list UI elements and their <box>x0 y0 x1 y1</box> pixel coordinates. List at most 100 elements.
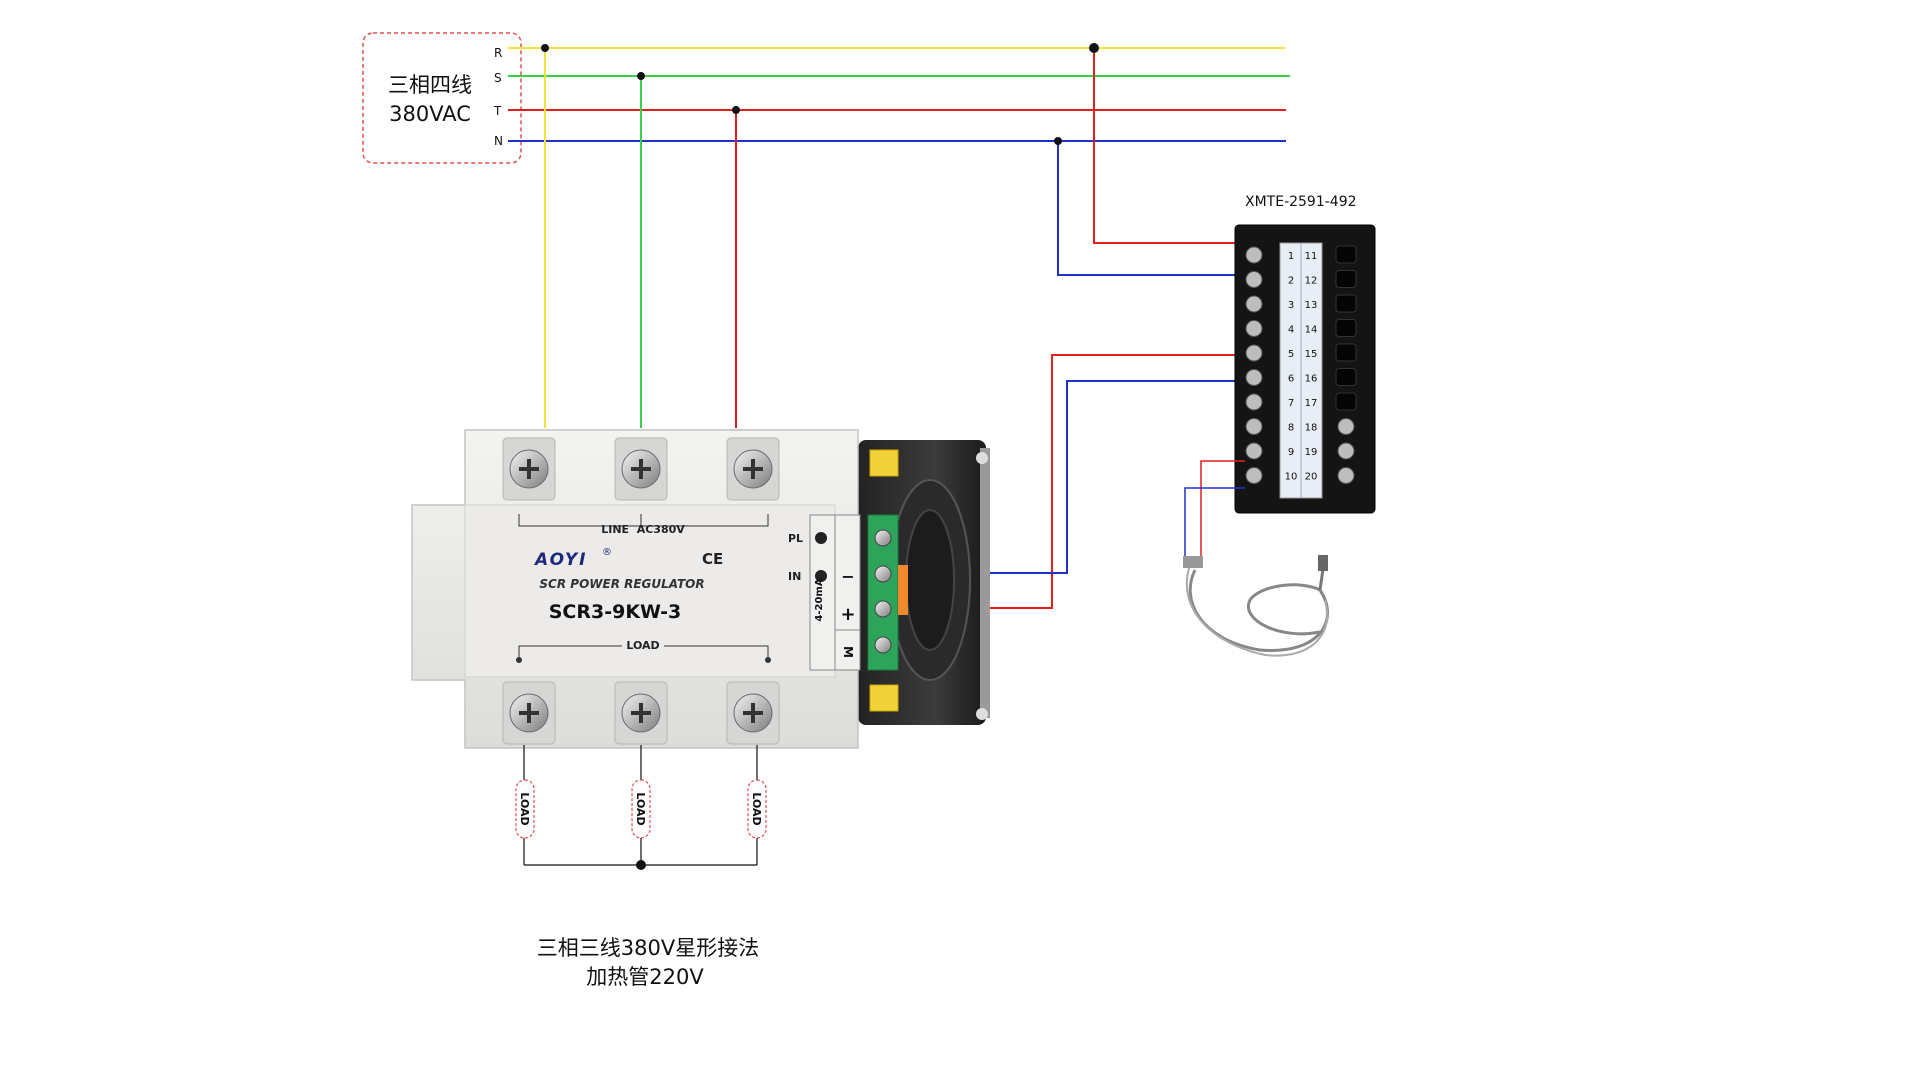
load-label-1: LOAD <box>518 792 531 825</box>
bus-lines <box>508 47 1290 142</box>
source-label-line2: 380VAC <box>389 102 471 126</box>
terminal-number-5: 5 <box>1288 349 1294 360</box>
terminal-number-6: 6 <box>1288 374 1294 385</box>
terminal-number-12: 12 <box>1305 276 1318 287</box>
load-element-2: LOAD <box>631 779 651 839</box>
screw-icon <box>733 449 773 489</box>
terminal-screw-icon <box>1245 271 1263 288</box>
terminal-screw-icon <box>1337 442 1355 460</box>
terminal-screw-icon <box>1245 320 1263 337</box>
temperature-controller: XMTE-2591-492 12345678910111213141516171… <box>1234 194 1376 514</box>
terminal-number-7: 7 <box>1288 398 1294 409</box>
terminal-screw-icon <box>1245 393 1263 411</box>
terminal-number-2: 2 <box>1288 276 1294 287</box>
terminal-screw-icon <box>874 636 892 654</box>
screw-icon <box>733 693 773 733</box>
load-element-1: LOAD <box>515 779 535 839</box>
terminal-screw-icon <box>1337 418 1355 435</box>
controller-supply <box>1054 43 1245 276</box>
model-number: SCR3-9KW-3 <box>549 601 682 623</box>
terminal-number-20: 20 <box>1305 472 1318 483</box>
brand-logo: AOYI <box>533 550 587 570</box>
signal-range-label: 4-20mA <box>814 578 825 621</box>
terminal-screw-icon <box>1337 467 1355 484</box>
controller-model: XMTE-2591-492 <box>1245 194 1357 210</box>
screw-icon <box>509 449 549 489</box>
junction-r <box>541 44 549 52</box>
supply-r-wire <box>1093 48 1245 244</box>
terminal-number-8: 8 <box>1288 423 1294 434</box>
terminal-slot <box>1335 392 1357 411</box>
terminal-slot <box>1335 294 1357 313</box>
screw-icon <box>621 449 661 489</box>
terminal-number-18: 18 <box>1305 423 1318 434</box>
load-terminals <box>502 681 780 745</box>
junction-t <box>732 106 740 114</box>
phase-label-s: S <box>494 71 502 85</box>
caption-line2: 加热管220V <box>586 965 704 989</box>
pl-indicator <box>815 532 827 544</box>
minus-label: − <box>841 567 854 586</box>
terminal-number-15: 15 <box>1305 349 1318 360</box>
terminal-number-9: 9 <box>1288 447 1294 458</box>
load-label-panel: LOAD <box>626 639 659 652</box>
screw-icon <box>621 693 661 733</box>
terminal-slot <box>1335 343 1357 362</box>
terminal-screw-icon <box>1245 295 1263 313</box>
terminal-number-14: 14 <box>1305 325 1318 336</box>
caption-line1: 三相三线380V星形接法 <box>537 936 759 960</box>
terminal-screw-icon <box>1245 369 1263 386</box>
terminal-number-16: 16 <box>1305 374 1318 385</box>
junction-s <box>637 72 645 80</box>
terminal-number-1: 1 <box>1288 251 1294 262</box>
terminal-number-3: 3 <box>1288 300 1294 311</box>
product-name: SCR POWER REGULATOR <box>539 577 704 591</box>
junction-n-controller <box>1054 137 1062 145</box>
terminal-screw-icon <box>874 600 892 618</box>
line-label: LINE AC380V <box>601 523 685 536</box>
pl-label: PL <box>788 532 803 545</box>
thermocouple-probe <box>1183 460 1329 657</box>
terminal-number-11: 11 <box>1305 251 1318 262</box>
terminal-screw-icon <box>1245 418 1263 435</box>
junction-r-controller <box>1089 43 1099 53</box>
load-wiring: LOAD LOAD LOAD <box>515 745 767 870</box>
signal-terminal-block <box>867 514 908 671</box>
terminal-screw-icon <box>1245 344 1263 362</box>
ce-mark: CE <box>702 550 723 568</box>
phase-drops <box>541 44 740 428</box>
source-label-line1: 三相四线 <box>388 73 472 97</box>
scr-power-regulator: LINE AC380V AOYI ® CE SCR POWER REGULATO… <box>411 429 990 749</box>
terminal-number-4: 4 <box>1288 325 1294 336</box>
terminal-screw-icon <box>1245 246 1263 264</box>
terminal-slot <box>1335 270 1357 288</box>
terminal-screw-icon <box>1245 442 1263 460</box>
terminal-slot <box>1335 319 1357 337</box>
in-indicator <box>815 570 827 582</box>
load-element-3: LOAD <box>747 779 767 839</box>
power-source: 三相四线 380VAC R S T N <box>362 32 522 164</box>
phase-label-n: N <box>494 134 503 148</box>
terminal-screw-icon <box>1245 467 1263 484</box>
supply-n-wire <box>1057 141 1245 276</box>
terminal-number-10: 10 <box>1285 472 1298 483</box>
load-label-2: LOAD <box>634 792 647 825</box>
phase-label-r: R <box>494 46 502 60</box>
plus-label: + <box>840 604 855 625</box>
load-label-3: LOAD <box>750 792 763 825</box>
terminal-slot <box>1335 245 1357 264</box>
phase-label-t: T <box>493 104 502 118</box>
line-terminals <box>502 437 780 501</box>
terminal-screw-icon <box>874 529 892 547</box>
m-label: M <box>841 646 855 658</box>
controller-terminal-screws <box>1245 245 1357 484</box>
terminal-number-19: 19 <box>1305 447 1318 458</box>
brand-mark: ® <box>602 547 612 558</box>
in-label: IN <box>788 570 801 583</box>
terminal-number-13: 13 <box>1305 300 1318 311</box>
caption: 三相三线380V星形接法 加热管220V <box>537 936 759 989</box>
star-point <box>636 860 646 870</box>
terminal-number-17: 17 <box>1305 398 1318 409</box>
